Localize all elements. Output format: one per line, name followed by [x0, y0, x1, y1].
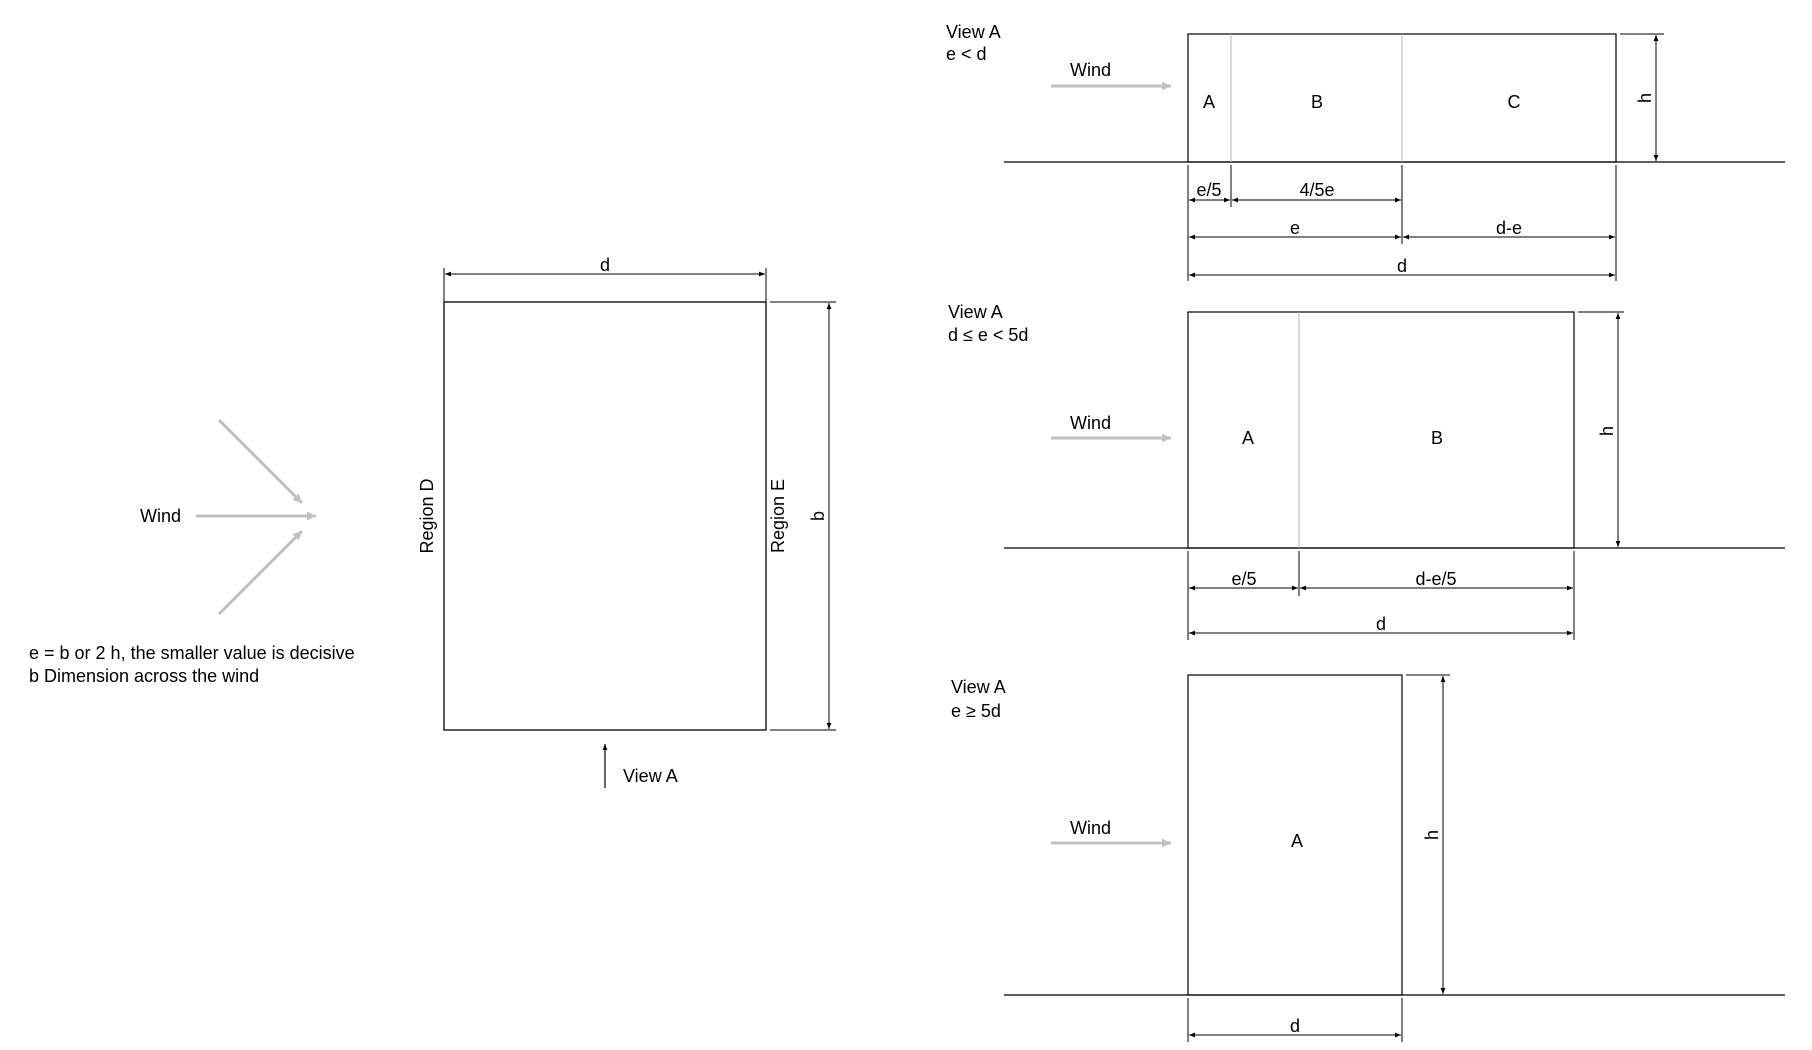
- view3: View A e ≥ 5d Wind A h d: [951, 674, 1785, 1042]
- view2-wind-label: Wind: [1070, 413, 1111, 433]
- view1-condition: e < d: [946, 44, 987, 64]
- dim-e-label: e: [1290, 218, 1300, 238]
- dim-d-label: d: [1376, 614, 1386, 634]
- view1: View A e < d Wind A B C h e/5 4/5e e d-e…: [946, 22, 1785, 281]
- view3-condition: e ≥ 5d: [951, 701, 1001, 721]
- plan-dim-b-label: b: [808, 511, 828, 521]
- view3-wind-label: Wind: [1070, 818, 1111, 838]
- note-e-definition: e = b or 2 h, the smaller value is decis…: [29, 643, 355, 663]
- note-b-definition: b Dimension across the wind: [29, 666, 259, 686]
- zone-c-label: C: [1508, 92, 1521, 112]
- view2-condition: d ≤ e < 5d: [948, 325, 1028, 345]
- view1-wind-label: Wind: [1070, 60, 1111, 80]
- plan-dim-b: [770, 301, 836, 731]
- dim-d-label: d: [1397, 256, 1407, 276]
- dim-d-e5-label: d-e/5: [1415, 569, 1456, 589]
- view3-h-label: h: [1422, 830, 1442, 840]
- dim-d-label: d: [1290, 1016, 1300, 1036]
- region-e-label: Region E: [768, 479, 788, 553]
- plan-wind-arrows: [196, 418, 316, 616]
- dim-e5-label: e/5: [1231, 569, 1256, 589]
- plan-wind-label: Wind: [140, 506, 181, 526]
- zone-b-label: B: [1431, 428, 1443, 448]
- plan-building: [443, 301, 767, 731]
- wind-arrow-icon: [217, 529, 304, 616]
- view2: View A d ≤ e < 5d Wind A B h e/5 d-e/5 d: [948, 302, 1785, 640]
- zone-a-label: A: [1242, 428, 1254, 448]
- dim-4-5e-label: 4/5e: [1299, 180, 1334, 200]
- view3-building: [1187, 674, 1403, 996]
- view3-title: View A: [951, 677, 1006, 697]
- zone-b-label: B: [1311, 92, 1323, 112]
- view1-title: View A: [946, 22, 1001, 42]
- region-d-label: Region D: [417, 478, 437, 553]
- zone-a-label: A: [1203, 92, 1215, 112]
- view1-h-label: h: [1635, 93, 1655, 103]
- dim-e5-label: e/5: [1196, 180, 1221, 200]
- view2-building: [1187, 311, 1575, 549]
- view2-h-label: h: [1597, 426, 1617, 436]
- view2-title: View A: [948, 302, 1003, 322]
- plan-view-a-label: View A: [623, 766, 678, 786]
- zone-a-label: A: [1291, 831, 1303, 851]
- wind-arrow-icon: [217, 418, 304, 505]
- dim-d-e-label: d-e: [1496, 218, 1522, 238]
- plan-dim-d-label: d: [600, 255, 610, 275]
- plan-dim-d: [443, 268, 767, 302]
